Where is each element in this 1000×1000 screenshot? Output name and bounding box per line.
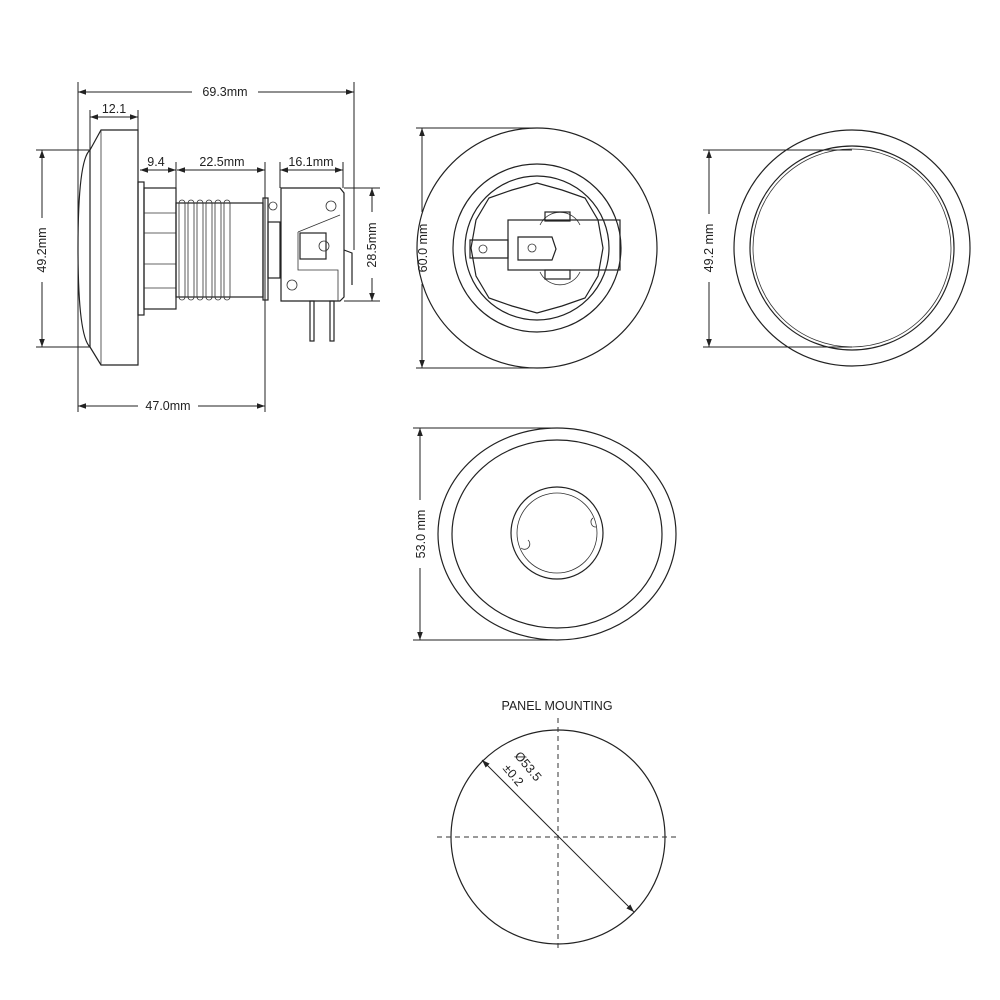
bezel-diameter-label: 53.0 mm <box>414 510 428 559</box>
side-view: 69.3mm 12.1 9.4 22.5mm 16.1mm 28.5mm 49.… <box>35 82 380 413</box>
panel-mounting-title: PANEL MOUNTING <box>501 699 612 713</box>
cap-diameter-label: 49.2mm <box>35 227 49 272</box>
rear-view: 60.0 mm <box>416 127 658 369</box>
nut-width-label: 9.4 <box>147 155 164 169</box>
switch-height-label: 28.5mm <box>365 222 379 267</box>
button-cap <box>77 129 139 366</box>
front-view: 49.2 mm <box>702 129 971 367</box>
body-length-label: 47.0mm <box>145 399 190 413</box>
bezel-view: 53.0 mm <box>413 427 677 641</box>
front-cap-diameter-label: 49.2 mm <box>702 224 716 273</box>
hole-dimension-label-group: Ø53.5 ±0.2 <box>500 749 544 789</box>
mounting-nut <box>137 181 177 316</box>
outer-diameter-label: 60.0 mm <box>416 224 430 273</box>
overall-length-label: 69.3mm <box>202 85 247 99</box>
switch-length-label: 16.1mm <box>288 155 333 169</box>
thread-length-label: 22.5mm <box>199 155 244 169</box>
side-dimensions <box>36 82 380 412</box>
panel-mounting: PANEL MOUNTING Ø53.5 ±0.2 <box>437 699 680 950</box>
cap-depth-label: 12.1 <box>102 102 126 116</box>
threaded-body <box>175 197 281 301</box>
microswitch <box>280 187 353 342</box>
